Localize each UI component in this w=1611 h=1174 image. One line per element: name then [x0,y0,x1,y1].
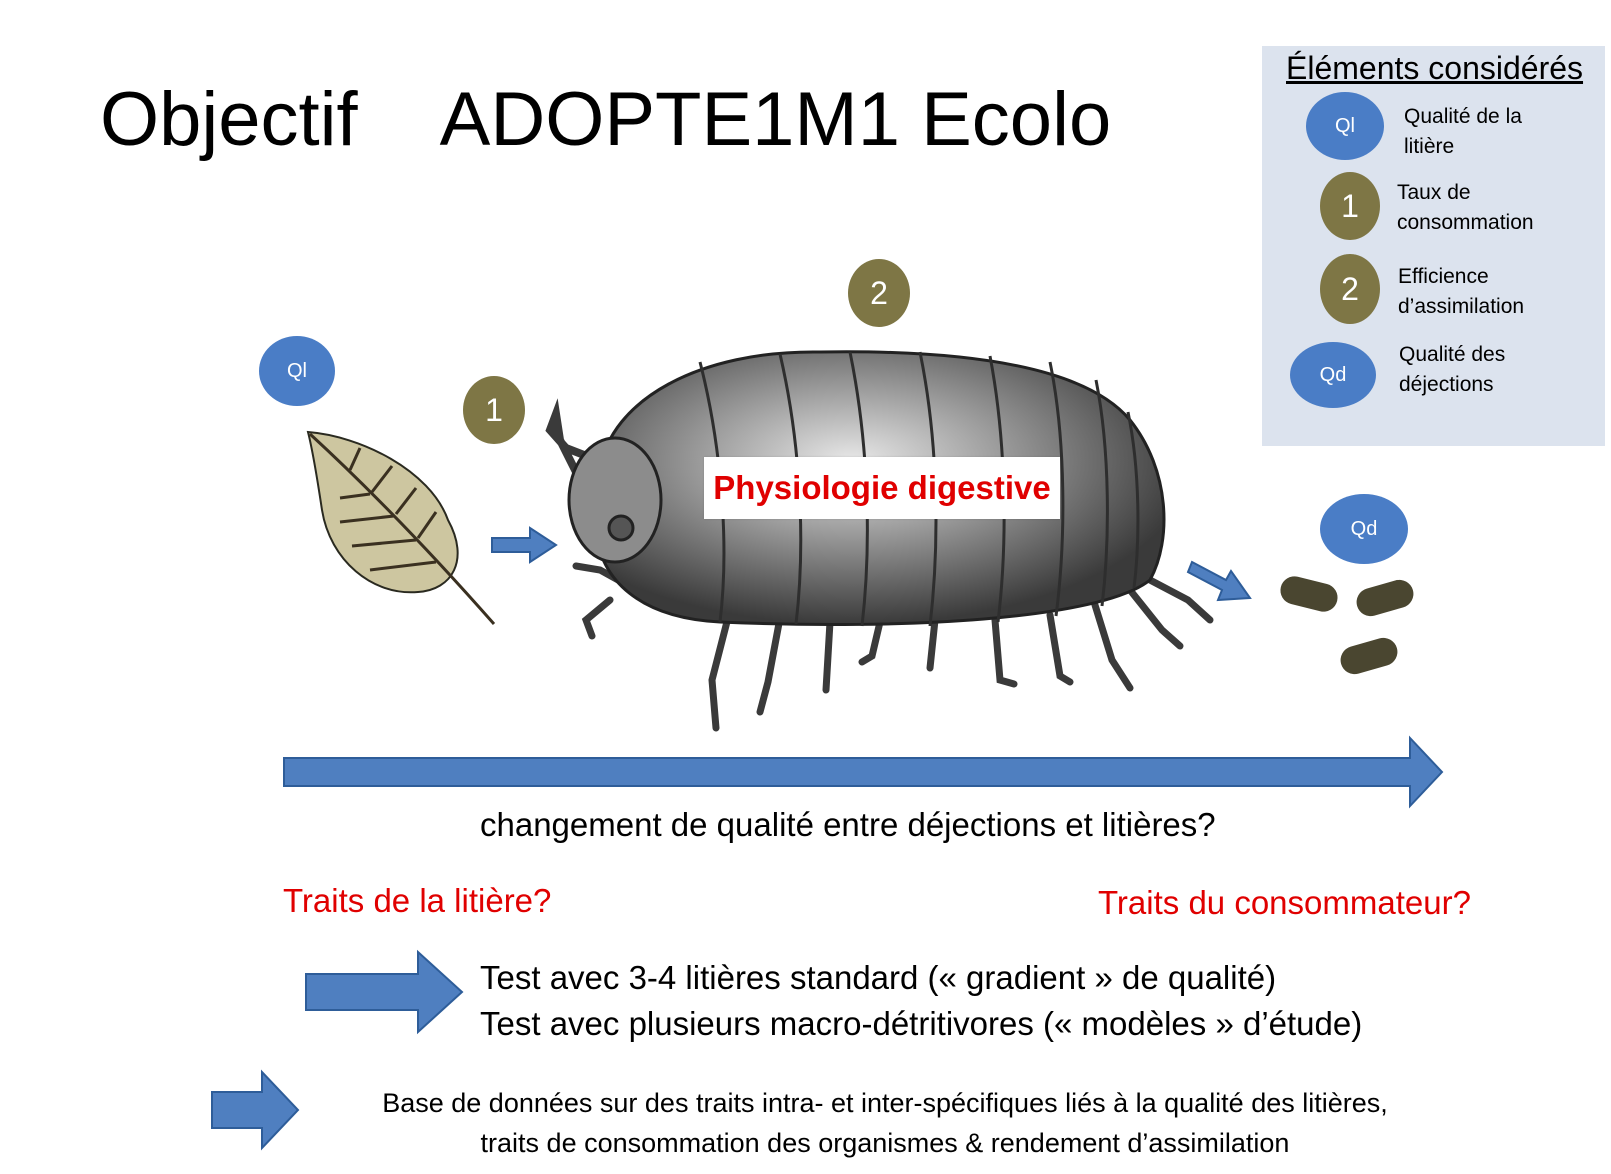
legend-text-1: Taux de consommation [1397,181,1534,234]
tests-block: Test avec 3-4 litières standard (« gradi… [480,955,1362,1047]
arrow-database [211,1069,300,1151]
legend-text-2: Efficience d’assimilation [1398,265,1525,318]
title-project: ADOPTE1M1 Ecolo [439,77,1112,162]
arrow-isopod-to-feces [1186,560,1252,602]
litter-traits-question: Traits de la litière? [283,882,552,919]
legend-text-qd: Qualité des déjections [1399,343,1506,396]
badge-consumption: 1 [463,376,525,444]
test-line-detritivores: Test avec plusieurs macro-détritivores (… [480,1005,1363,1042]
arrow-litter-to-isopod [491,526,558,564]
isopod-illustration [545,350,1214,732]
legend-badge-ql: Ql [1306,92,1384,160]
database-block: Base de données sur des traits intra- et… [300,1083,1470,1163]
arrow-quality-change [283,735,1444,809]
legend-badge-1: 1 [1320,172,1380,240]
feces-pellets [1280,576,1414,675]
badge-ql: Ql [259,336,335,406]
database-line-1: Base de données sur des traits intra- et… [382,1088,1388,1118]
legend-text-ql: Qualité de la litière [1404,105,1522,158]
digestive-physiology-label: Physiologie digestive [704,457,1060,519]
consumer-traits-question: Traits du consommateur? [1098,884,1471,921]
badge-qd: Qd [1320,494,1408,564]
badge-assimilation: 2 [848,259,910,327]
legend-title: Éléments considérés [1286,50,1584,86]
quality-change-question: changement de qualité entre déjections e… [480,806,1216,843]
leaf-illustration [306,430,496,625]
arrow-tests [305,949,464,1035]
database-line-2: traits de consommation des organismes & … [480,1128,1290,1158]
title-objectif: Objectif [100,77,358,162]
legend-badge-2: 2 [1320,254,1380,324]
page-title: Objectif ADOPTE1M1 Ecolo [100,76,1111,163]
test-line-litter: Test avec 3-4 litières standard (« gradi… [480,959,1277,996]
legend-badge-qd: Qd [1290,342,1376,408]
